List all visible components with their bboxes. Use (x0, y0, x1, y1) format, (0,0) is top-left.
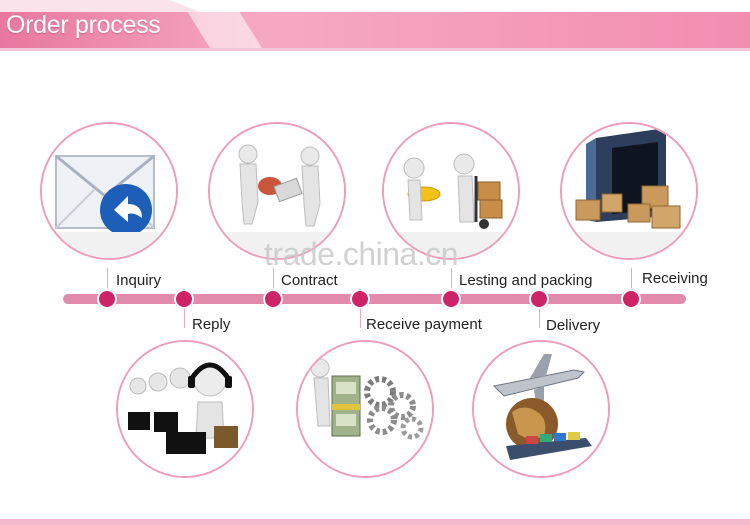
tick-receiving (631, 268, 632, 288)
step-label-contract: Contract (281, 272, 338, 289)
packing-image (382, 122, 520, 260)
step-label-inquiry: Inquiry (116, 272, 162, 289)
timeline-dot-reply (174, 289, 194, 309)
timeline-dot-inquiry (97, 289, 117, 309)
reply-image (116, 340, 254, 478)
tick-receive-payment (360, 308, 361, 328)
tick-reply (184, 308, 185, 328)
headset-agents-icon (118, 342, 252, 476)
container-boxes-icon (562, 124, 696, 258)
timeline-dot-receive-payment (350, 289, 370, 309)
timeline-track (63, 294, 686, 304)
step-label-packing: Lesting and packing (459, 272, 593, 289)
header-shine (0, 0, 750, 51)
watermark: trade.china.cn (264, 236, 459, 272)
header-banner: Order process (0, 0, 750, 56)
page-title: Order process (6, 11, 161, 39)
timeline-dot-delivery (529, 289, 549, 309)
inquiry-image (40, 122, 178, 260)
airplane-globe-ship-icon (474, 342, 608, 476)
handshake-figures-icon (210, 124, 344, 258)
footer-band (0, 519, 750, 525)
contract-image (208, 122, 346, 260)
timeline-dot-contract (263, 289, 283, 309)
timeline-dot-packing (441, 289, 461, 309)
tick-inquiry (107, 268, 108, 288)
tick-delivery (539, 308, 540, 328)
payment-image (296, 340, 434, 478)
delivery-image (472, 340, 610, 478)
timeline-dot-receiving (621, 289, 641, 309)
step-label-reply: Reply (192, 316, 231, 333)
envelope-icon (42, 124, 176, 258)
step-label-delivery: Delivery (546, 317, 601, 334)
figures-hand-truck-icon (384, 124, 518, 258)
tick-contract (273, 268, 274, 288)
tick-packing (451, 268, 452, 288)
step-label-receive-payment: Receive payment (366, 316, 482, 333)
receiving-image (560, 122, 698, 260)
money-gears-icon (298, 342, 432, 476)
step-label-receiving: Receiving (642, 270, 708, 287)
